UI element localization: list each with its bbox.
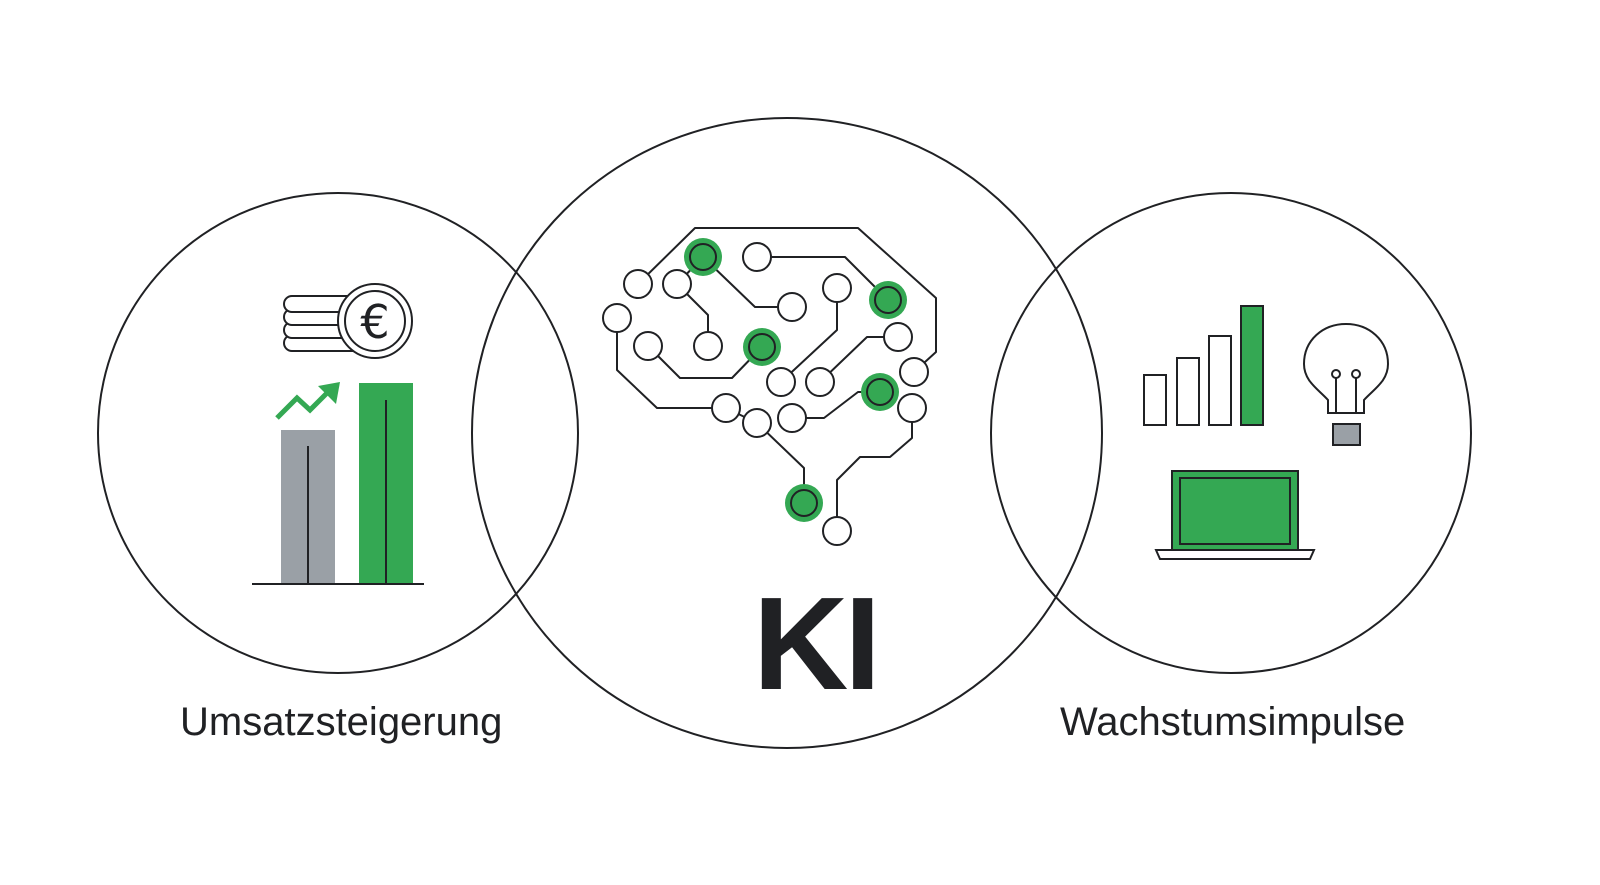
left-bar-chart-icon [252,383,424,585]
center-title: KI [753,570,881,717]
laptop-icon [1154,470,1316,560]
right-caption: Wachstumsimpulse [1060,700,1406,744]
brain-circuit-icon [602,227,937,546]
euro-coin-icon: € [337,283,413,359]
left-caption: Umsatzsteigerung [180,700,503,744]
euro-symbol: € [360,295,389,349]
right-circle [990,192,1472,674]
trend-up-arrow-icon [275,382,340,420]
light-bulb-icon [1302,322,1390,446]
bulb-base [1332,423,1361,446]
left-circle [97,192,579,674]
laptop-screen [1171,470,1299,551]
active-nodes [684,238,907,522]
right-bar-chart-icon [1143,305,1264,426]
center-circle [471,117,1103,749]
